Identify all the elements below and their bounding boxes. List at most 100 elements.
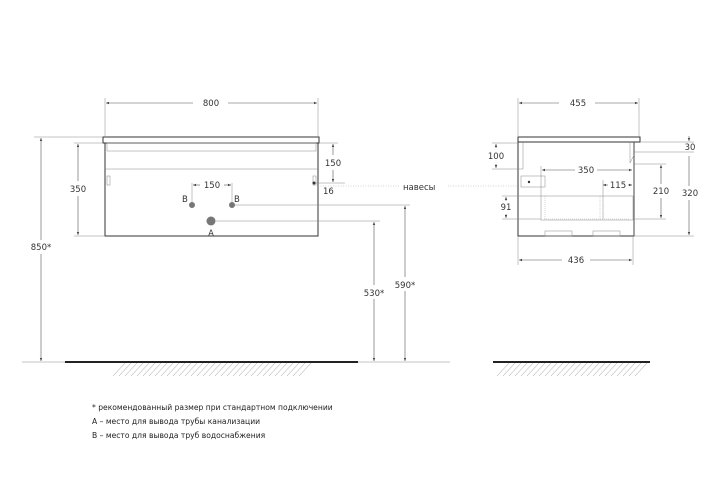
hatch-line (292, 362, 306, 377)
supply-pipe-left (189, 202, 195, 208)
drain-label: A (208, 229, 214, 239)
hatch-line (550, 362, 564, 377)
hatch-line (286, 362, 300, 377)
hinge-right-icon (312, 175, 317, 186)
hatch-line (502, 362, 516, 377)
hatch-line (256, 362, 270, 377)
top-offset-dimension: 100 (488, 152, 504, 162)
hatch-line (526, 362, 540, 377)
hatch-line (250, 362, 264, 377)
hatch-line (610, 362, 624, 377)
supply-pipe-right (229, 202, 235, 208)
drawer-bottom-dimension: 91 (501, 203, 512, 213)
hatch-line (562, 362, 576, 377)
hatch-line (268, 362, 282, 377)
hatch-line (148, 362, 162, 377)
hatch-line (124, 362, 138, 377)
drawer-depth-dimension: 350 (578, 166, 594, 176)
hatch-line (604, 362, 618, 377)
hatch-line (226, 362, 240, 377)
hatch-line (190, 362, 204, 377)
hatch-line (184, 362, 198, 377)
hatch-line (520, 362, 534, 377)
side-countertop (517, 136, 641, 143)
hatch-line (622, 362, 636, 377)
hatch-line (202, 362, 216, 377)
hatch-line (280, 362, 294, 377)
drawer-box (540, 195, 634, 221)
hinge-side-icon (520, 175, 546, 188)
hatch-line (586, 362, 600, 377)
hinge-left-icon (106, 175, 111, 186)
hatch-line (568, 362, 582, 377)
hatch-line (244, 362, 258, 377)
drawer-height-dimension: 210 (653, 187, 669, 197)
hinge-point-icon (312, 181, 316, 185)
hatch-line (178, 362, 192, 377)
hinge-offset-dimension: 150 (325, 159, 341, 169)
supply-spacing-dimension: 150 (204, 181, 220, 191)
hatch-line (262, 362, 276, 377)
hatch-line (214, 362, 228, 377)
floor-hatch (112, 362, 312, 377)
hinges-label: навесы (403, 183, 435, 193)
cabinet-foot (544, 230, 573, 237)
drain-height-dimension: 530* (364, 289, 384, 299)
hatch-line (598, 362, 612, 377)
hatch-line (118, 362, 132, 377)
total-height-dimension: 850* (31, 243, 51, 253)
note-recommended: * рекомендованный размер при стандартном… (92, 403, 333, 412)
supply-label-left: B (182, 195, 188, 205)
hatch-line (592, 362, 606, 377)
back-gap-dimension: 115 (610, 181, 626, 191)
hatch-line (154, 362, 168, 377)
cabinet-height-dimension: 350 (70, 185, 86, 195)
hatch-line (172, 362, 186, 377)
hatch-line (208, 362, 222, 377)
hatch-line (628, 362, 642, 377)
hatch-line (232, 362, 246, 377)
side-floor-hatch (496, 362, 648, 377)
hatch-line (130, 362, 144, 377)
hatch-line (160, 362, 174, 377)
hatch-line (514, 362, 528, 377)
notes: * рекомендованный размер при стандартном… (92, 403, 333, 440)
note-drain: А – место для вывода трубы канализации (92, 417, 260, 426)
depth-dimension: 455 (570, 99, 586, 109)
hinge-side-dimension: 16 (323, 187, 334, 197)
hatch-line (538, 362, 552, 377)
note-supply: В – место для вывода труб водоснабжения (92, 431, 265, 440)
countertop-dimension: 30 (685, 143, 696, 153)
hatch-line (544, 362, 558, 377)
hatch-line (298, 362, 312, 377)
hatch-line (220, 362, 234, 377)
back-rail-line (629, 154, 635, 164)
drawer-lip (106, 142, 317, 152)
side-height-dimension: 320 (682, 189, 698, 199)
hatch-line (196, 362, 210, 377)
drain-pipe (206, 216, 216, 226)
supply-label-right: B (234, 195, 240, 205)
side-view: 455 100 91 350 115 210 30 320 (488, 98, 698, 377)
hatch-line (274, 362, 288, 377)
cabinet-foot (592, 230, 621, 237)
hatch-line (496, 362, 510, 377)
inner-depth-dimension: 436 (568, 256, 584, 266)
hatch-line (136, 362, 150, 377)
hatch-line (574, 362, 588, 377)
hatch-line (238, 362, 252, 377)
hatch-line (616, 362, 630, 377)
hatch-line (166, 362, 180, 377)
width-dimension: 800 (203, 99, 219, 109)
front-view: 800 850* 350 150 16 навесы 150 B B A (22, 98, 525, 377)
hatch-line (580, 362, 594, 377)
cabinet-side (517, 141, 635, 237)
hatch-line (508, 362, 522, 377)
hinge-point-icon (527, 180, 531, 184)
supply-height-dimension: 590* (395, 281, 415, 291)
countertop (102, 136, 320, 144)
hatch-line (634, 362, 648, 377)
hatch-line (532, 362, 546, 377)
hatch-line (556, 362, 570, 377)
